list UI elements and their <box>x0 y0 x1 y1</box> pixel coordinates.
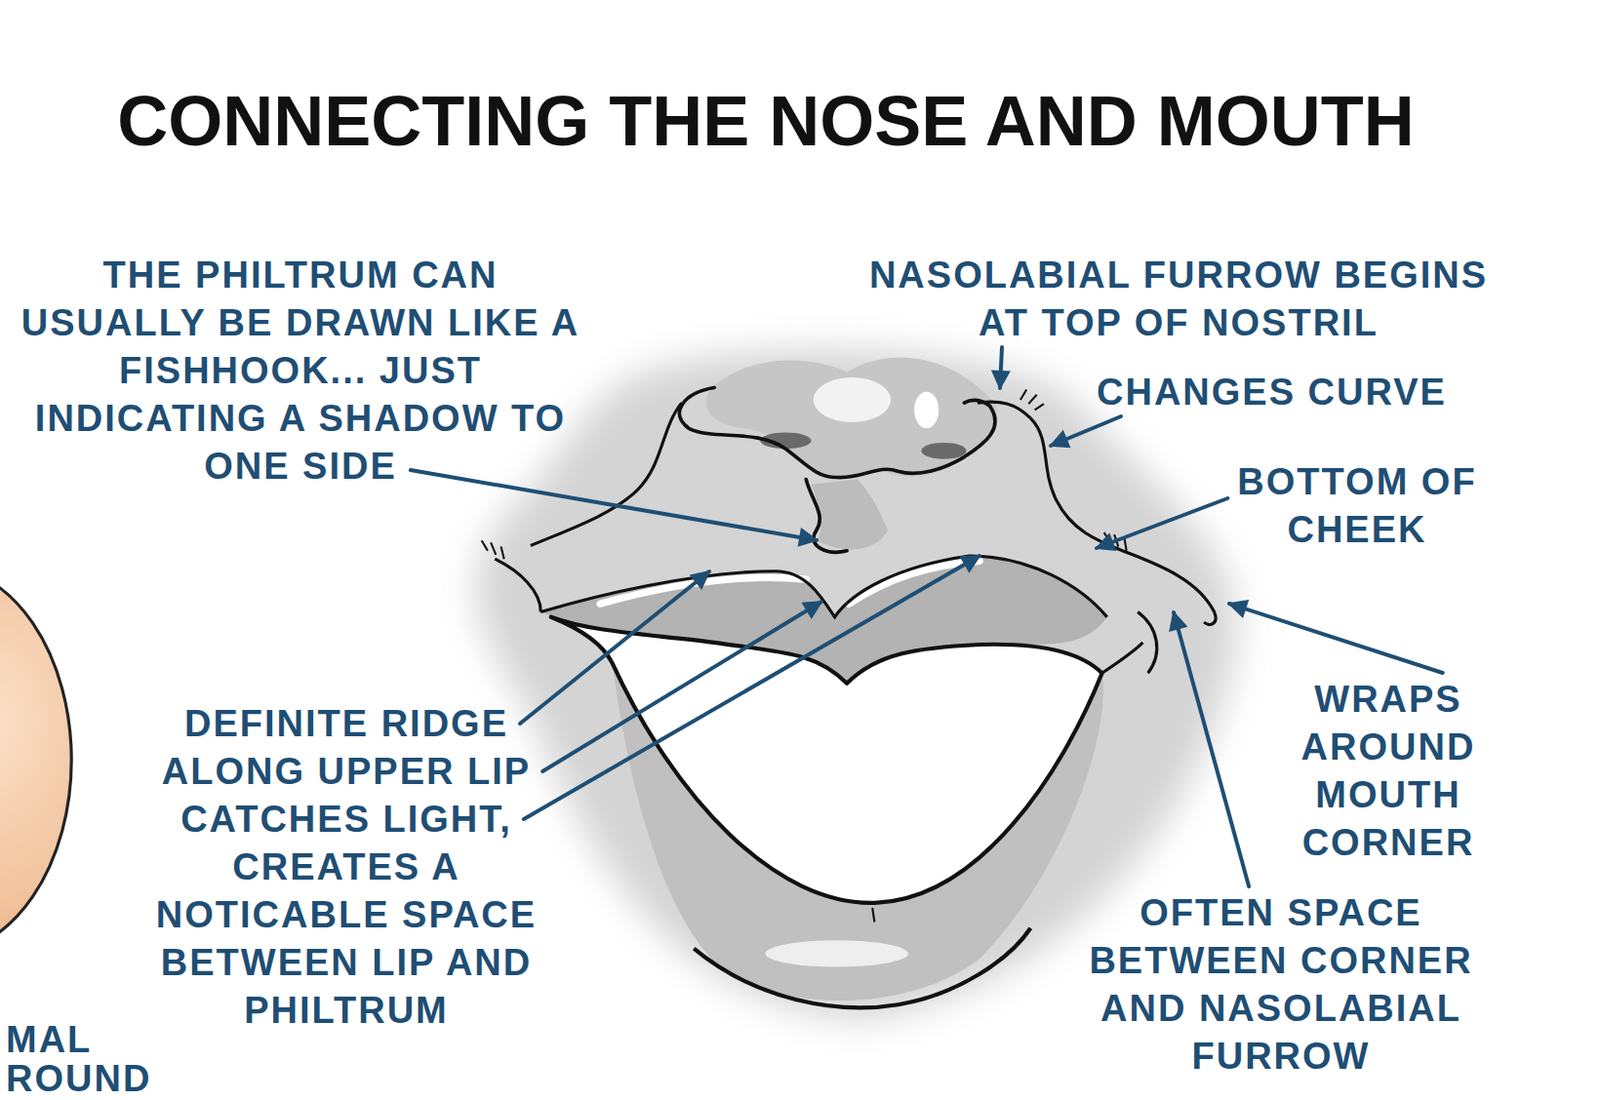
leader-line <box>1050 416 1121 446</box>
nostril <box>920 442 966 460</box>
lip-ridge-highlight <box>600 577 806 604</box>
philtrum-shadow <box>810 480 887 551</box>
nose-shape <box>706 357 998 477</box>
callout-note: CHANGES CURVE <box>1096 368 1447 417</box>
callout-note: DEFINITE RIDGE ALONG UPPER LIP CATCHES L… <box>117 700 576 1036</box>
leader-line <box>523 556 980 820</box>
callout-note: NASOLABIAL FURROW BEGINS AT TOP OF NOSTR… <box>846 251 1511 348</box>
cut-off-text: MAL <box>5 1016 92 1065</box>
page-title: CONNECTING THE NOSE AND MOUTH <box>0 85 1532 157</box>
callout-note: THE PHILTRUM CAN USUALLY BE DRAWN LIKE A… <box>17 251 584 491</box>
leader-line <box>1000 347 1002 389</box>
cheek-line <box>494 559 541 612</box>
lower-lip-outline <box>693 928 1031 1009</box>
corner-fold <box>1137 612 1158 675</box>
leader-line <box>520 571 710 724</box>
lip-mark <box>872 908 875 923</box>
lower-lip-highlight <box>764 940 908 967</box>
upper-lip-outline <box>540 556 1107 618</box>
nose-highlight <box>914 392 939 430</box>
hatching <box>481 540 505 560</box>
side-face <box>0 565 72 954</box>
cut-off-text: ROUND <box>5 1055 152 1100</box>
hatching <box>1020 390 1044 411</box>
leader-line <box>1096 498 1228 549</box>
leader-line <box>542 601 822 772</box>
mouth-corner <box>1102 642 1144 674</box>
leader-line <box>1229 603 1443 674</box>
callout-note: OFTEN SPACE BETWEEN CORNER AND NASOLABIA… <box>1051 889 1511 1081</box>
callout-note: WRAPS AROUND MOUTH CORNER <box>1271 676 1506 868</box>
leader-line <box>1173 612 1249 887</box>
open-mouth <box>551 617 1103 904</box>
face-shading <box>476 350 1238 1021</box>
callout-note: BOTTOM OF CHEEK <box>1191 458 1523 555</box>
nose-outline <box>679 387 996 478</box>
leader-line <box>410 470 817 541</box>
nose-highlight <box>813 377 891 423</box>
nostril-top <box>977 401 1031 419</box>
